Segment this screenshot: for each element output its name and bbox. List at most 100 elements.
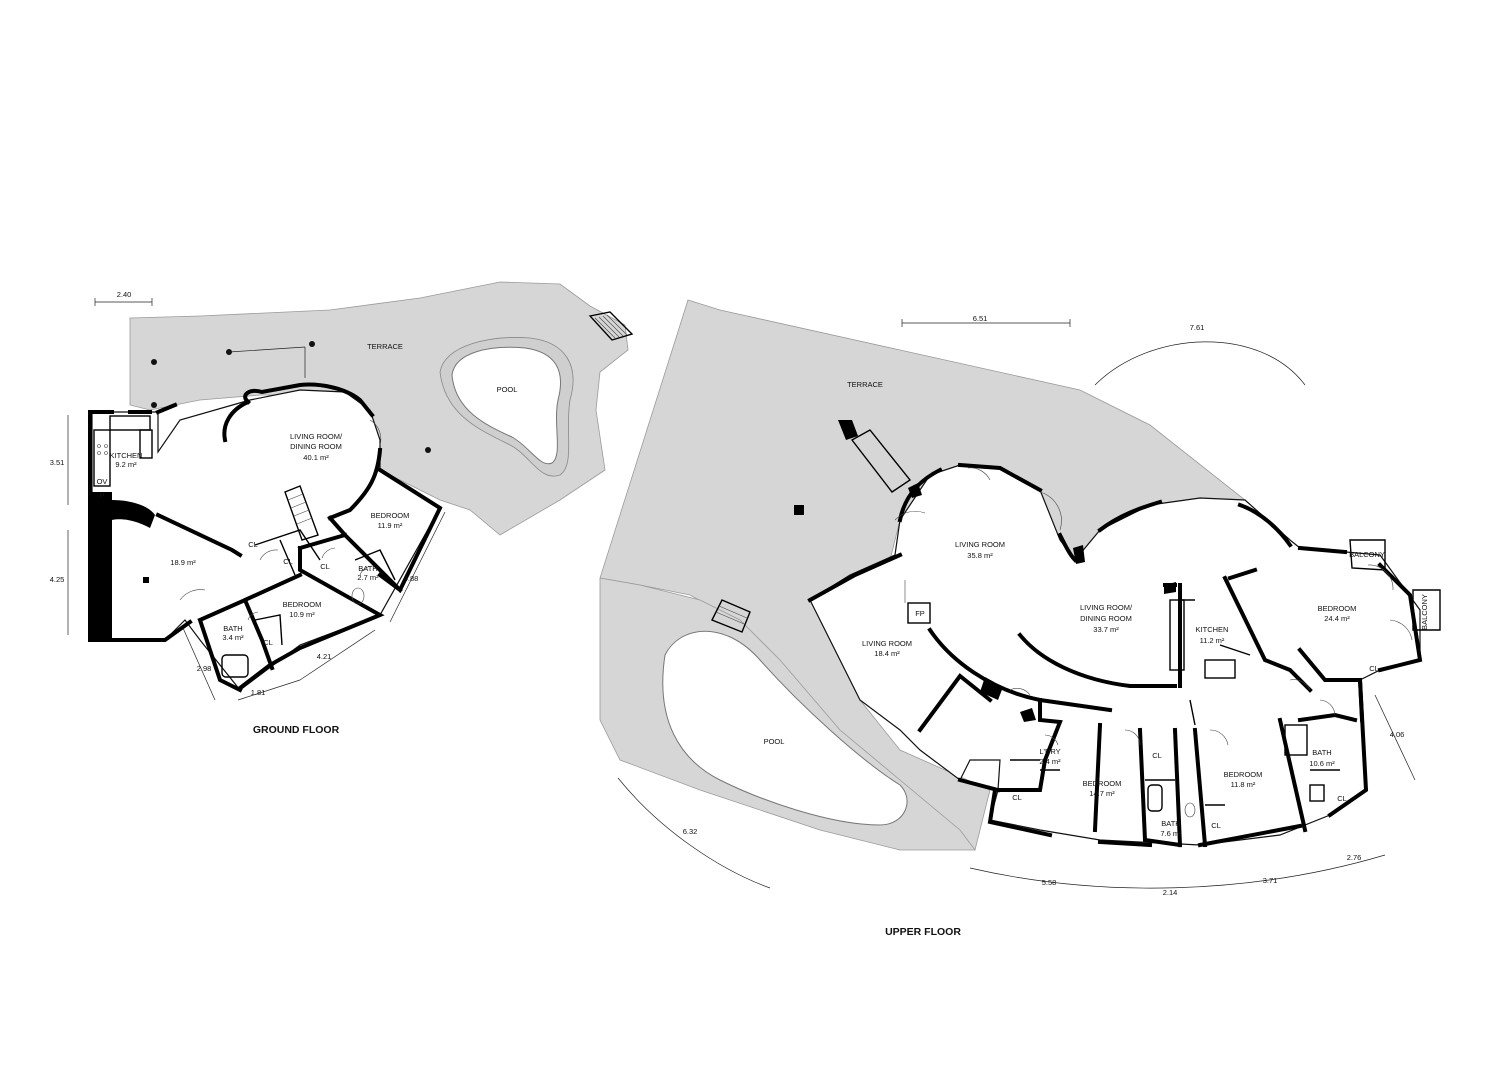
ground-closet-a: CL <box>248 540 258 549</box>
upper-kitchen-area: 11.2 m² <box>1200 636 1225 645</box>
ground-dim-left-upper: 3.51 <box>50 458 65 467</box>
upper-bath-fixtures <box>1147 724 1325 818</box>
ground-pool <box>451 346 562 465</box>
upper-balcony-a: BALCONY <box>1349 550 1385 559</box>
upper-bedroom-walls <box>1092 712 1358 848</box>
upper-interior-partitions <box>1010 599 1340 806</box>
ground-dimension-lines <box>67 298 446 701</box>
ground-dim-left-lower: 4.25 <box>50 575 65 584</box>
upper-closet-b: CL <box>1012 793 1022 802</box>
upper-closet-d: CL <box>1211 821 1221 830</box>
ground-bath1-area: 2.7 m² <box>357 573 379 582</box>
upper-closet-e: CL <box>1337 794 1347 803</box>
upper-dim-top: 6.51 <box>973 314 988 323</box>
ground-terrace-columns <box>151 341 431 453</box>
upper-dim-bottom-c: 3.71 <box>1263 876 1278 885</box>
upper-balconies <box>1349 539 1441 631</box>
ground-dim-bottom-a: 2.98 <box>197 664 212 673</box>
upper-laundry-label: L'DRY <box>1039 747 1060 756</box>
ground-closet-d: CL <box>283 557 293 566</box>
ground-bedroom1-area: 11.9 m² <box>378 521 403 530</box>
upper-terrace-label: TERRACE <box>847 380 883 389</box>
upper-fireplace-label: FP <box>915 609 925 618</box>
upper-pool-label: POOL <box>764 737 785 746</box>
ground-bath-fixtures <box>221 587 365 678</box>
ground-living-walls <box>155 382 383 558</box>
upper-terrace-column <box>794 505 804 515</box>
upper-floor-title: UPPER FLOOR <box>885 926 961 938</box>
ground-room-area: 18.9 m² <box>170 558 196 567</box>
ground-living-area: 40.1 m² <box>303 453 329 462</box>
upper-dim-bottom-b: 2.14 <box>1163 888 1178 897</box>
upper-bath1-label: BATH <box>1161 819 1180 828</box>
ground-closet-c: CL <box>263 638 273 647</box>
upper-closet-c: CL <box>1152 751 1162 760</box>
upper-bath2-label: BATH <box>1312 748 1331 757</box>
ground-terrace-label: TERRACE <box>367 342 403 351</box>
ground-bath2-area: 3.4 m² <box>222 633 244 642</box>
upper-bedroom2-label: BEDROOM <box>1083 779 1122 788</box>
ground-terrace-stairs <box>588 311 634 341</box>
upper-dim-bottom-d: 2.76 <box>1347 853 1362 862</box>
upper-bath1-area: 7.6 m² <box>1160 829 1182 838</box>
upper-living-label: LIVING ROOM <box>955 540 1005 549</box>
upper-laundry-area: 2.4 m² <box>1039 757 1061 766</box>
ground-closet-b: CL <box>320 562 330 571</box>
ground-pool-label: POOL <box>497 385 518 394</box>
upper-bedroom1-area: 24.4 m² <box>1324 614 1350 623</box>
ground-dim-bottom-c: 4.21 <box>317 652 332 661</box>
ground-interior-stairs <box>284 485 319 541</box>
ground-retaining-wall <box>88 492 155 640</box>
ground-kitchen-label: KITCHEN <box>110 451 143 460</box>
upper-bedroom3-label: BEDROOM <box>1224 770 1263 779</box>
ground-kitchen-area: 9.2 m² <box>115 460 137 469</box>
ground-interior-partitions <box>254 529 396 646</box>
ground-dim-bottom-b: 1.81 <box>251 688 266 697</box>
ground-dim-right: 4.88 <box>404 574 419 583</box>
ground-floor-title: GROUND FLOOR <box>253 724 340 736</box>
ground-bedroom-walls <box>237 467 443 691</box>
upper-kitchen-fixtures <box>850 429 1236 679</box>
ground-living-label-1: LIVING ROOM/ <box>290 432 343 441</box>
upper-fireplace <box>907 602 931 624</box>
upper-dimension-lines <box>617 319 1416 889</box>
ground-pantry-label: P <box>99 491 104 500</box>
upper-living-dining-label-2: DINING ROOM <box>1080 614 1132 623</box>
ground-dim-top: 2.40 <box>117 290 132 299</box>
ground-bath2-label: BATH <box>223 624 242 633</box>
upper-pool <box>662 630 908 826</box>
ground-oven-label: OV <box>97 477 108 486</box>
upper-dim-right: 4.06 <box>1390 730 1405 739</box>
ground-bedroom2-label: BEDROOM <box>283 600 322 609</box>
ground-living-label-2: DINING ROOM <box>290 442 342 451</box>
upper-closet-a: CL <box>1369 664 1379 673</box>
upper-kitchen-label: KITCHEN <box>1196 625 1229 634</box>
upper-bath2-area: 10.6 m² <box>1309 759 1335 768</box>
ground-exterior-walls <box>88 402 193 642</box>
upper-dim-left-arc: 6.32 <box>683 827 698 836</box>
ground-floor-plan: TERRACE POOL KITCHEN 9.2 m² OV P LIVING … <box>50 281 634 736</box>
upper-dim-arc-top: 7.61 <box>1190 323 1205 332</box>
upper-dim-bottom-a: 5.58 <box>1042 878 1057 887</box>
upper-bedroom1-label: BEDROOM <box>1318 604 1357 613</box>
upper-balcony-b: BALCONY <box>1420 594 1429 630</box>
ground-bedroom2-area: 10.9 m² <box>289 610 315 619</box>
upper-bedroom3-area: 11.8 m² <box>1231 780 1256 789</box>
upper-door-swings <box>894 467 1413 746</box>
ground-bath1-label: BATH <box>358 564 377 573</box>
upper-living2-label: LIVING ROOM <box>862 639 912 648</box>
upper-living-dining-area: 33.7 m² <box>1093 625 1119 634</box>
ground-column-marker <box>143 577 149 583</box>
upper-bedroom2-area: 14.7 m² <box>1089 789 1115 798</box>
upper-living-area: 35.8 m² <box>967 551 993 560</box>
ground-bath-walls <box>197 572 303 693</box>
upper-solid-elements <box>838 420 1176 722</box>
ground-kitchen-fixtures <box>93 415 153 487</box>
upper-terrace-stairs <box>711 599 751 633</box>
upper-floor-plan: TERRACE POOL LIVING ROOM 35.8 m² LIVING … <box>599 299 1441 938</box>
upper-living2-area: 18.4 m² <box>874 649 900 658</box>
ground-door-swings <box>179 419 382 621</box>
upper-living-dining-label-1: LIVING ROOM/ <box>1080 603 1133 612</box>
ground-bedroom1-label: BEDROOM <box>371 511 410 520</box>
